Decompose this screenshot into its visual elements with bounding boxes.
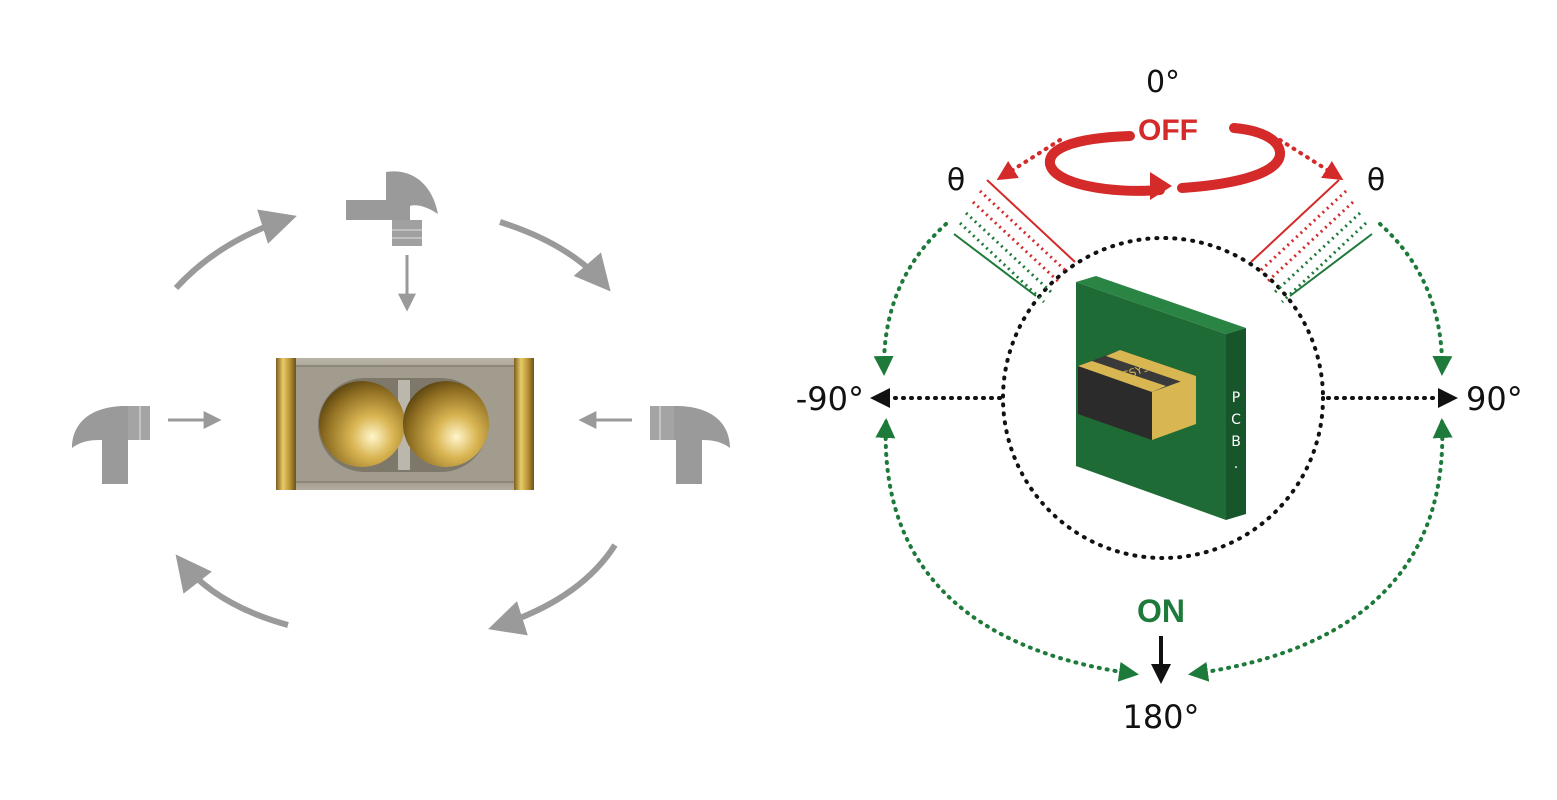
cycle-arrow-bottom-left xyxy=(175,554,289,628)
theta-label-left: θ xyxy=(947,163,965,198)
hammer-icon xyxy=(72,406,150,484)
rotation-circle xyxy=(1001,236,1325,560)
angle-label-left: -90° xyxy=(796,380,864,418)
on-label: ON xyxy=(1137,593,1185,629)
off-arrow-right xyxy=(1278,138,1344,181)
off-label: OFF xyxy=(1138,114,1198,147)
on-arc-bottom-right xyxy=(1188,418,1453,682)
cycle-arrow-top-right xyxy=(499,219,611,292)
hammer-icon xyxy=(346,171,438,246)
pcb-letter: B xyxy=(1231,434,1241,450)
hammer-icon xyxy=(650,406,730,484)
cycle-arrow-top-left xyxy=(173,209,297,291)
angle-label-top: 0° xyxy=(1146,65,1180,100)
on-arc-bottom-left xyxy=(875,418,1139,682)
right-panel xyxy=(870,123,1458,684)
left-panel xyxy=(72,171,730,636)
pcb-letter: P xyxy=(1232,390,1240,406)
cycle-arrow-bottom-right xyxy=(488,543,618,636)
angle-label-right: 90° xyxy=(1466,380,1523,418)
theta-label-right: θ xyxy=(1367,163,1385,198)
on-arc-top-right xyxy=(1378,222,1453,376)
smd-chip-icon xyxy=(1076,276,1246,520)
on-arc-top-left xyxy=(873,222,948,376)
ball-tilt-sensor-icon xyxy=(276,358,534,490)
pcb-letter: . xyxy=(1234,456,1238,472)
pcb-letter: C xyxy=(1231,412,1241,428)
angle-label-bottom: 180° xyxy=(1122,698,1199,736)
off-rotation-arrow xyxy=(1044,123,1285,200)
